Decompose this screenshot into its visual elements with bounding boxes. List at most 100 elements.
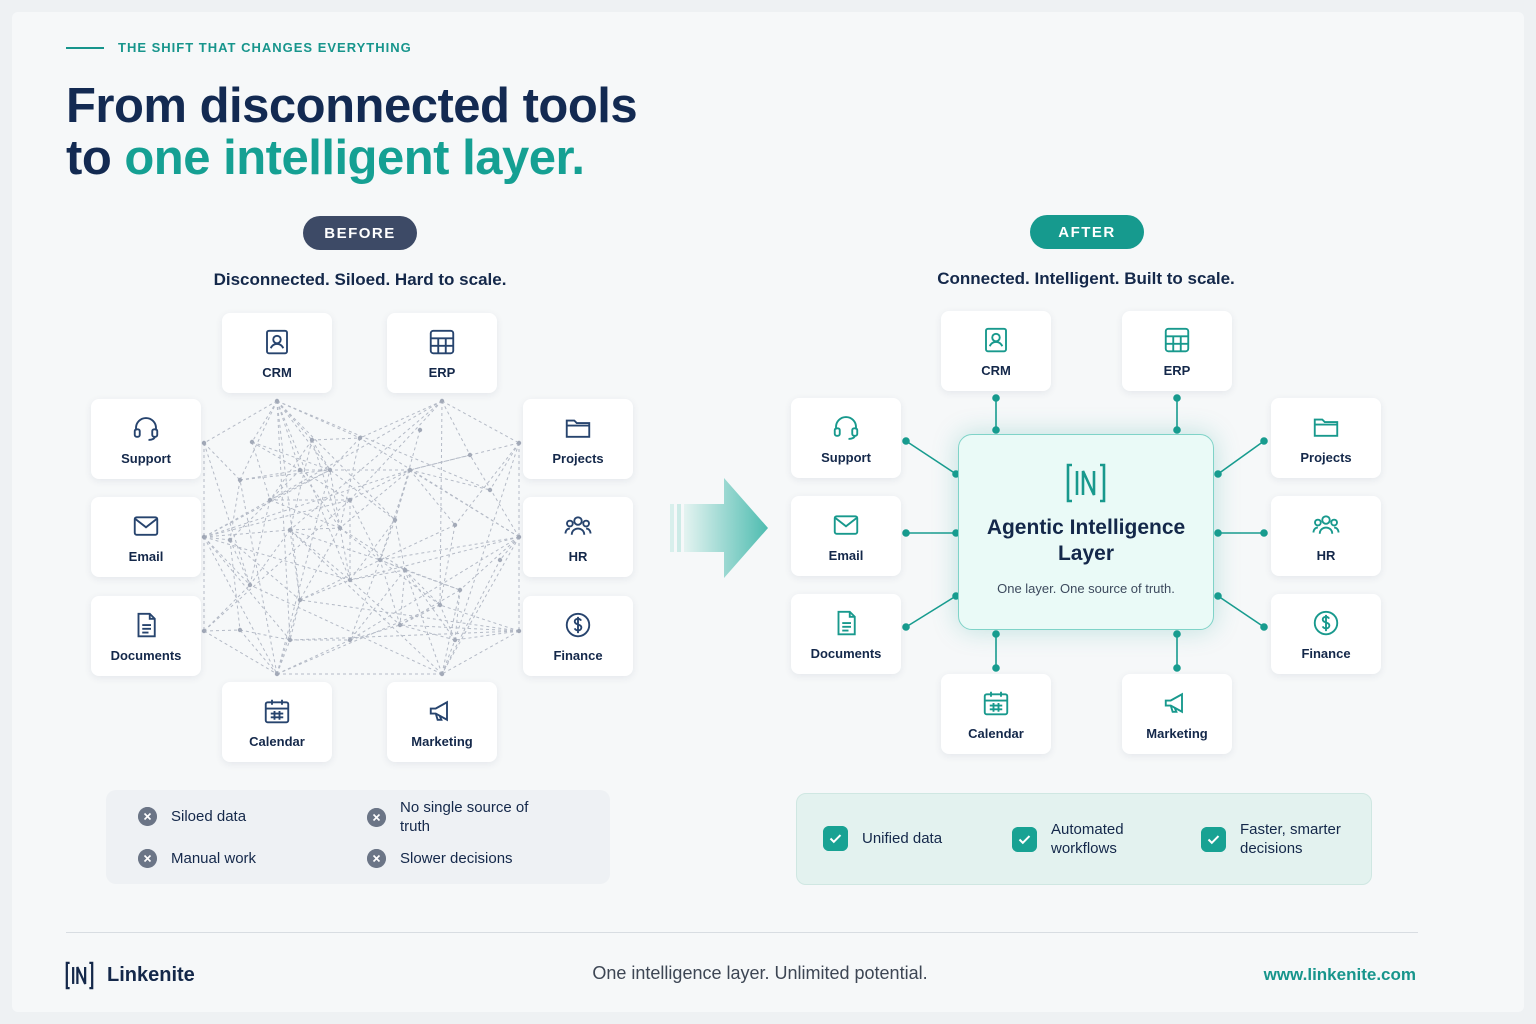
document-icon bbox=[837, 610, 856, 635]
check-icon bbox=[1201, 826, 1226, 852]
folder-icon bbox=[1313, 418, 1339, 437]
eyebrow: THE SHIFT THAT CHANGES EVERYTHING bbox=[66, 40, 412, 55]
crm-icon bbox=[266, 329, 288, 354]
problem-item: No single source of truth bbox=[367, 798, 547, 836]
tile-label: HR bbox=[568, 548, 588, 564]
tile-label: Calendar bbox=[249, 733, 305, 749]
tile-label: CRM bbox=[981, 362, 1011, 378]
headset-icon bbox=[833, 415, 859, 440]
benefit-label: Automated workflows bbox=[1051, 821, 1124, 857]
megaphone-icon bbox=[1164, 692, 1183, 713]
agentic-intelligence-layer: Agentic Intelligence Layer One layer. On… bbox=[958, 434, 1214, 630]
benefit-label: Unified data bbox=[862, 830, 943, 847]
tile-label: Documents bbox=[810, 645, 882, 661]
tile-label: Support bbox=[121, 450, 171, 466]
footer-divider bbox=[66, 932, 1418, 933]
document-icon bbox=[137, 612, 156, 637]
before-tile-crm: CRM bbox=[222, 313, 332, 393]
problem-label: No single source of truth bbox=[400, 799, 529, 835]
x-circle-icon bbox=[138, 807, 157, 826]
before-tile-calendar: Calendar bbox=[222, 682, 332, 762]
benefit-label: Faster, smarter decisions bbox=[1240, 821, 1341, 857]
after-tile-calendar: Calendar bbox=[941, 674, 1051, 754]
problem-item: Manual work bbox=[138, 849, 256, 868]
eyebrow-rule bbox=[66, 46, 104, 49]
calendar-icon bbox=[983, 691, 1009, 715]
before-tile-projects: Projects bbox=[523, 399, 633, 479]
after-tile-documents: Documents bbox=[791, 594, 901, 674]
after-tile-email: Email bbox=[791, 496, 901, 576]
before-tile-support: Support bbox=[91, 399, 201, 479]
core-title: Agentic Intelligence Layer bbox=[986, 516, 1186, 565]
tile-label: Projects bbox=[552, 450, 604, 466]
headline-line-2: to one intelligent layer. bbox=[66, 132, 637, 184]
check-icon bbox=[1012, 826, 1037, 852]
benefit-item: Automated workflows bbox=[1012, 820, 1162, 858]
before-tile-finance: Finance bbox=[523, 596, 633, 676]
headline-line-1: From disconnected tools bbox=[66, 79, 638, 133]
footer-tagline: One intelligence layer. Unlimited potent… bbox=[592, 963, 928, 983]
x-circle-icon bbox=[138, 849, 157, 868]
tile-label: HR bbox=[1316, 547, 1336, 563]
x-circle-icon bbox=[367, 807, 386, 827]
headline: From disconnected tools to one intellige… bbox=[66, 79, 638, 184]
before-tile-hr: HR bbox=[523, 497, 633, 577]
tile-label: Marketing bbox=[411, 733, 473, 749]
after-pill: AFTER bbox=[1030, 215, 1144, 249]
problem-label: Manual work bbox=[171, 850, 257, 867]
headline-accent: one intelligent layer. bbox=[124, 131, 585, 185]
problem-label: Slower decisions bbox=[400, 850, 513, 867]
brand[interactable]: Linkenite bbox=[64, 960, 195, 991]
tile-label: Marketing bbox=[1146, 725, 1208, 741]
mail-icon bbox=[833, 514, 859, 535]
tile-label: Projects bbox=[1300, 449, 1352, 465]
tile-label: Documents bbox=[110, 647, 182, 663]
check-icon bbox=[823, 826, 848, 851]
tile-label: CRM bbox=[262, 364, 292, 380]
dollar-icon bbox=[565, 612, 591, 637]
problem-item: Siloed data bbox=[138, 807, 246, 826]
before-tile-marketing: Marketing bbox=[387, 682, 497, 762]
problem-label: Siloed data bbox=[171, 808, 247, 825]
problems-panel: Siloed data No single source of truth Ma… bbox=[106, 790, 610, 884]
calendar-icon bbox=[264, 699, 290, 723]
benefit-item: Faster, smarter decisions bbox=[1201, 820, 1361, 858]
crm-icon bbox=[985, 327, 1007, 352]
after-tile-crm: CRM bbox=[941, 311, 1051, 391]
before-tile-documents: Documents bbox=[91, 596, 201, 676]
tile-label: Finance bbox=[1301, 645, 1351, 661]
benefit-item: Unified data bbox=[823, 826, 942, 851]
after-tile-finance: Finance bbox=[1271, 594, 1381, 674]
erp-icon bbox=[429, 329, 455, 354]
before-subtitle: Disconnected. Siloed. Hard to scale. bbox=[213, 270, 507, 289]
headline-line-2-prefix: to bbox=[66, 131, 125, 185]
tile-label: Calendar bbox=[968, 725, 1024, 741]
tile-label: Email bbox=[828, 547, 864, 563]
after-tile-hr: HR bbox=[1271, 496, 1381, 576]
after-tile-erp: ERP bbox=[1122, 311, 1232, 391]
before-pill: BEFORE bbox=[303, 216, 417, 250]
brand-name: Linkenite bbox=[107, 964, 195, 986]
after-tile-marketing: Marketing bbox=[1122, 674, 1232, 754]
headset-icon bbox=[133, 416, 159, 441]
mail-icon bbox=[133, 515, 159, 536]
people-icon bbox=[1312, 514, 1340, 534]
footer-url-link[interactable]: www.linkenite.com bbox=[1263, 965, 1416, 984]
people-icon bbox=[564, 515, 592, 535]
tile-label: Email bbox=[128, 548, 164, 564]
erp-icon bbox=[1164, 327, 1190, 352]
linkenite-logo-icon bbox=[65, 961, 94, 990]
linkenite-logo-icon bbox=[1066, 463, 1106, 503]
dollar-icon bbox=[1313, 610, 1339, 635]
after-tile-support: Support bbox=[791, 398, 901, 478]
core-caption: One layer. One source of truth. bbox=[997, 581, 1175, 596]
tile-label: ERP bbox=[1163, 362, 1191, 378]
arrow-right-icon bbox=[670, 478, 768, 578]
problem-item: Slower decisions bbox=[367, 849, 513, 868]
x-circle-icon bbox=[367, 849, 386, 868]
tile-label: Support bbox=[821, 449, 871, 465]
after-subtitle: Connected. Intelligent. Built to scale. bbox=[937, 269, 1235, 288]
tile-label: ERP bbox=[428, 364, 456, 380]
before-tile-erp: ERP bbox=[387, 313, 497, 393]
folder-icon bbox=[565, 419, 591, 438]
